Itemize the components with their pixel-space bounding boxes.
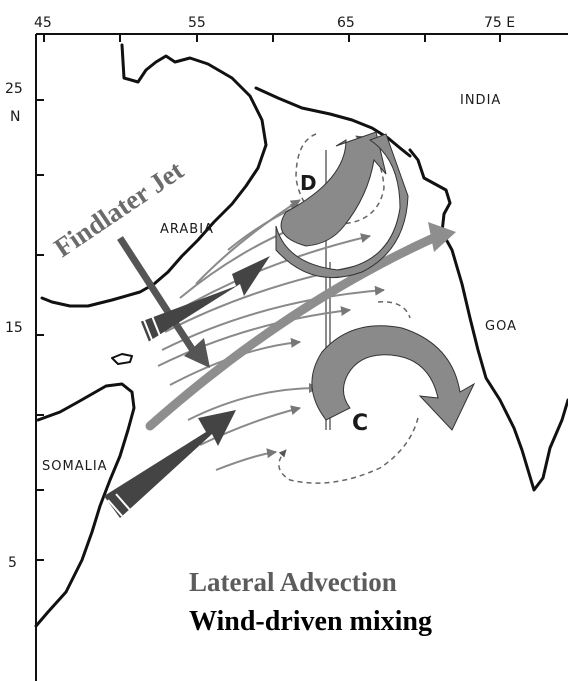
eddy-arrow-lower <box>311 325 476 431</box>
coastlines <box>34 43 568 628</box>
place-label-somalia: SOMALIA <box>42 459 108 474</box>
tick-label-5: 5 <box>8 555 17 571</box>
axis-tick-labels: 45 55 65 75 E 25 N 15 5 <box>5 15 515 571</box>
findlater-jet-label: Findlater Jet <box>49 155 189 263</box>
tick-label-55: 55 <box>188 15 206 31</box>
map-frame <box>35 33 568 681</box>
axis-ticks <box>36 34 501 561</box>
eddy-label-d: D <box>300 171 317 195</box>
coastline-india <box>408 148 568 492</box>
tick-label-25: 25 <box>5 81 23 97</box>
legend-wind-driven-mixing: Wind-driven mixing <box>189 606 432 637</box>
place-label-india: INDIA <box>460 93 501 108</box>
eddy-label-c: C <box>352 411 368 436</box>
coastline-somalia <box>34 382 136 628</box>
coastline-arabia <box>40 43 268 308</box>
wind-arrow-lower <box>104 410 236 518</box>
tick-label-65: 65 <box>337 15 355 31</box>
main-current-arrow <box>145 222 456 431</box>
eddy-arrow-upper <box>275 131 409 279</box>
place-label-goa: GOA <box>485 319 517 334</box>
legend-lateral-advection: Lateral Advection <box>189 567 397 597</box>
wind-arrow-upper <box>139 256 270 343</box>
place-label-arabia: ARABIA <box>160 222 214 237</box>
tick-label-75e: 75 E <box>484 15 515 31</box>
eddy-c-outline <box>278 417 419 484</box>
tick-label-n: N <box>10 109 20 125</box>
tick-label-15: 15 <box>5 320 23 336</box>
coastline-socotra <box>111 353 133 365</box>
tick-label-45: 45 <box>34 15 52 31</box>
coastline-iran-pakistan <box>254 86 412 158</box>
findlater-pointer <box>117 236 210 368</box>
